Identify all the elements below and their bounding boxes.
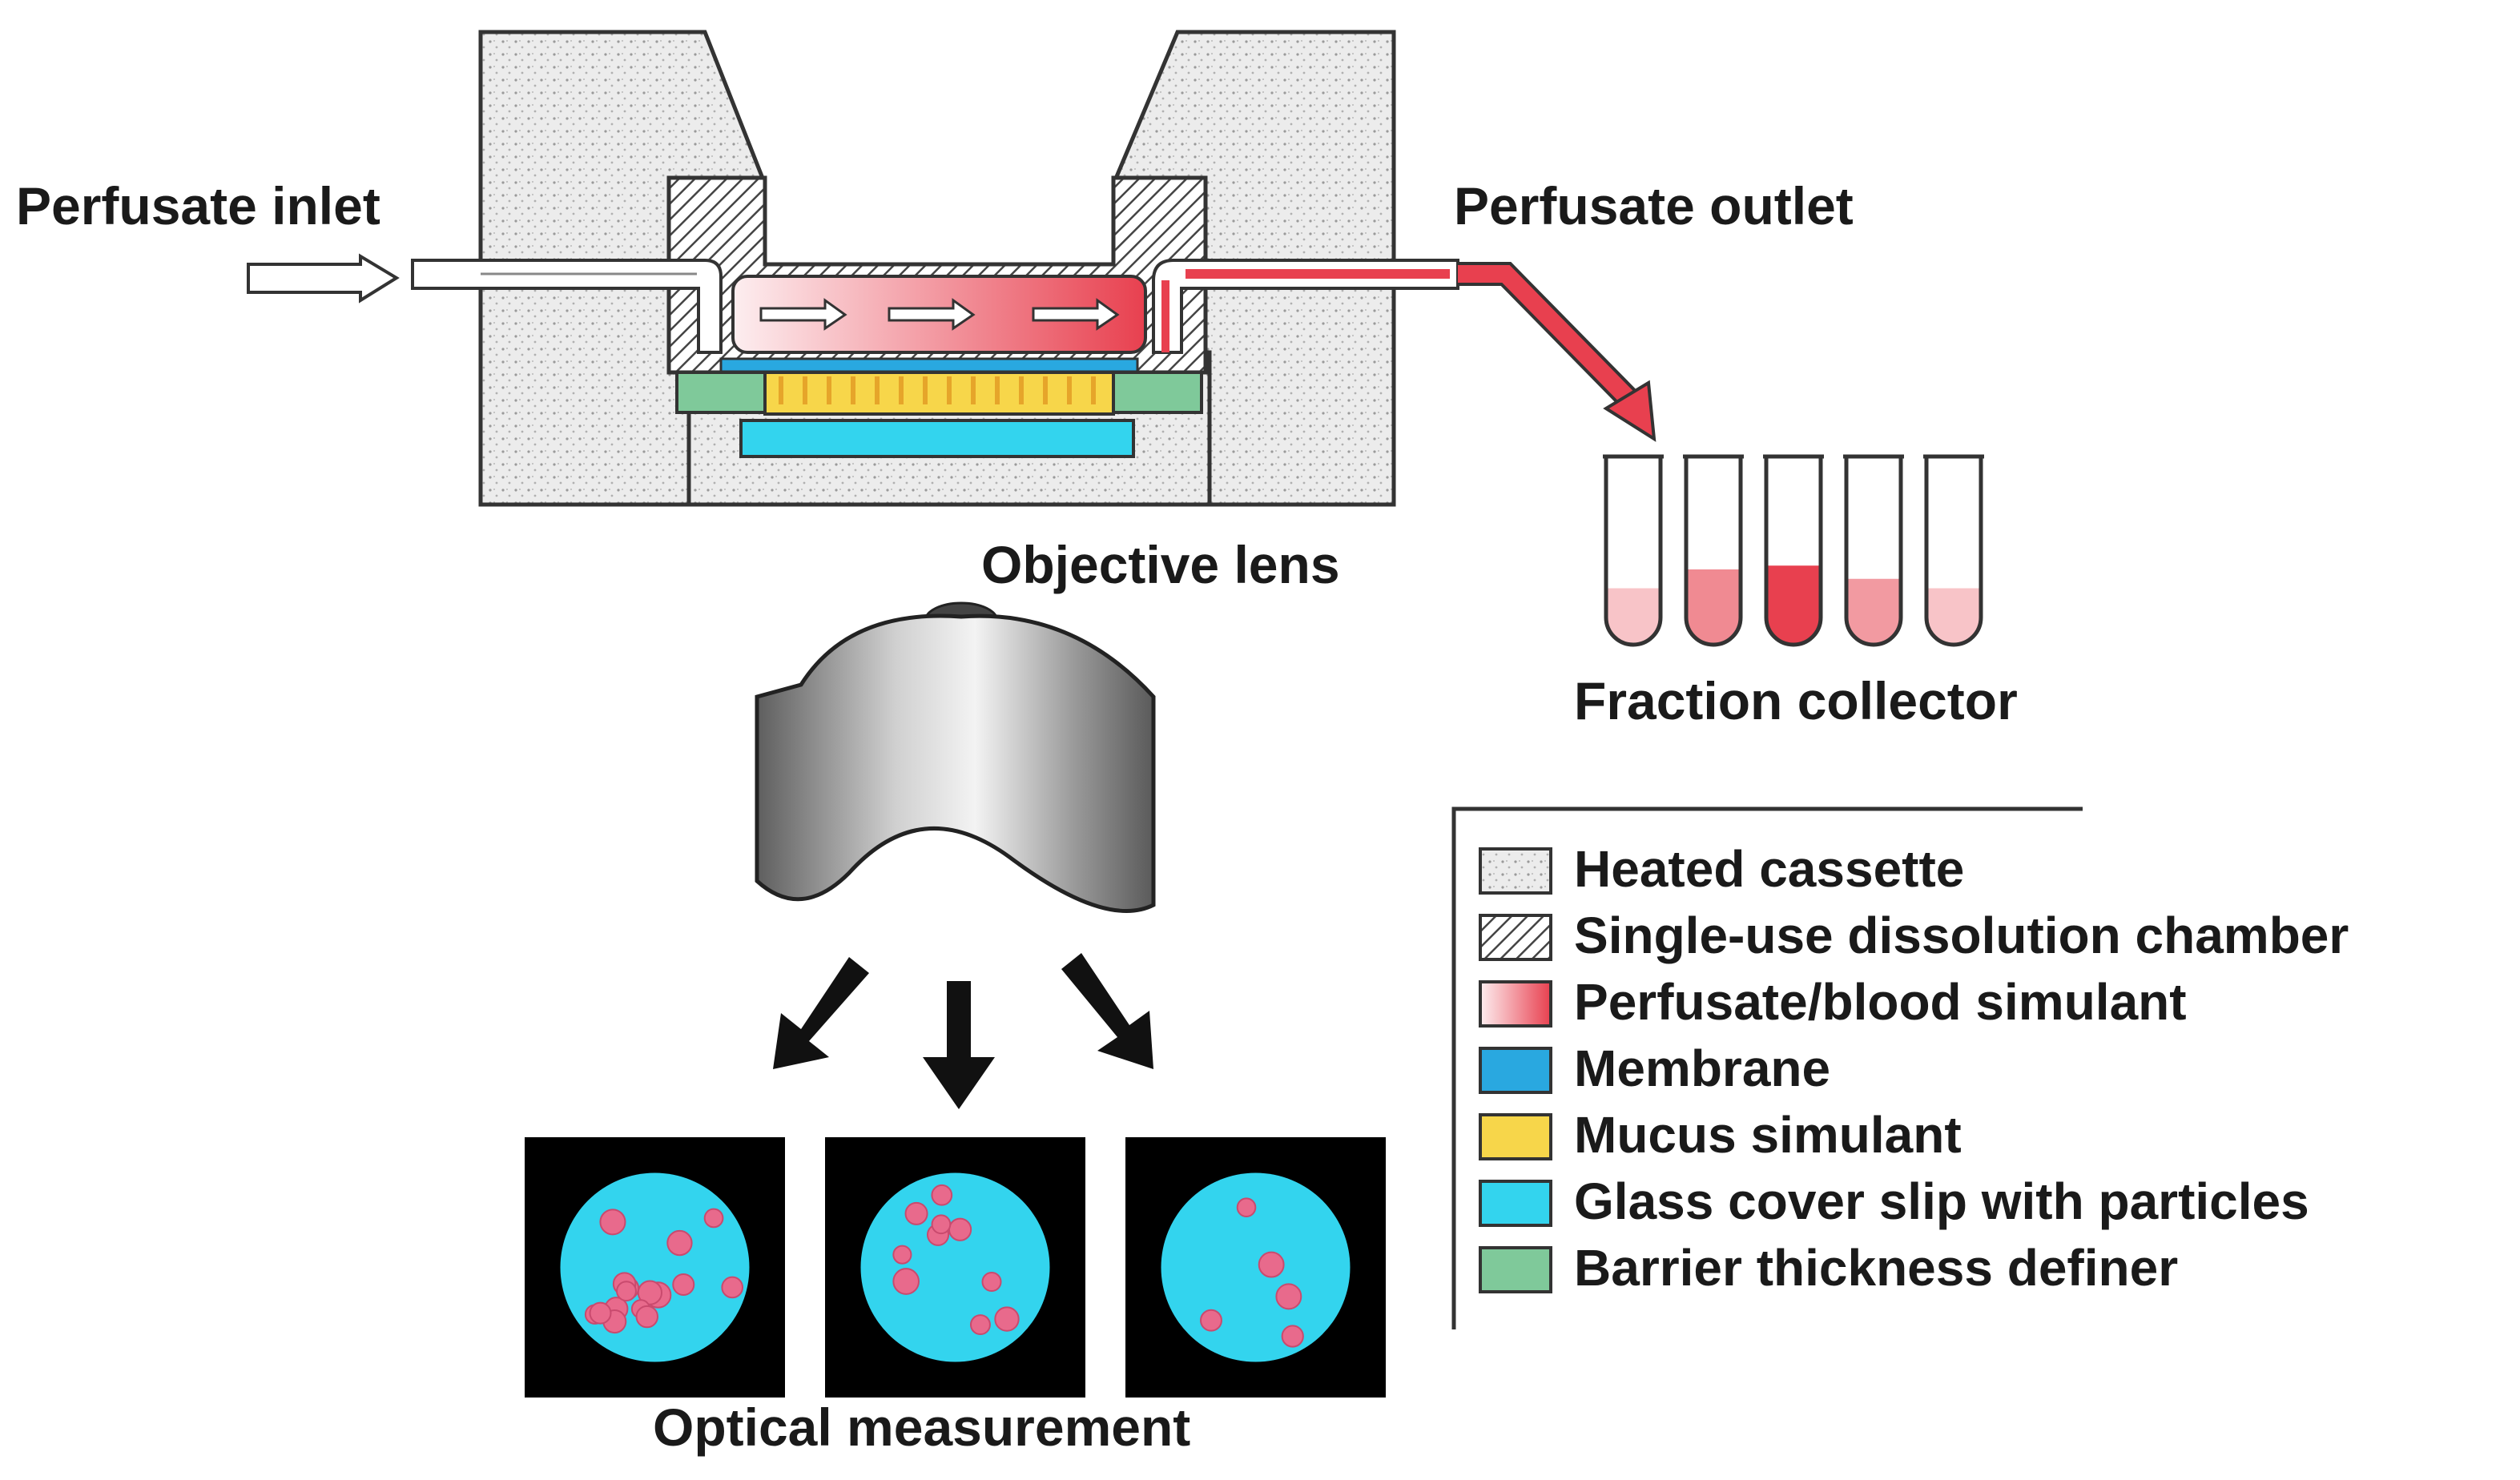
- inlet-tube: [247, 253, 723, 354]
- membrane-layer: [719, 357, 1139, 373]
- legend-swatch: [1479, 914, 1552, 961]
- field-of-view: [560, 1172, 750, 1362]
- legend-item-mucus: Mucus simulant: [1479, 1106, 1962, 1164]
- tube-glass: [1604, 456, 1663, 647]
- legend-swatch: [1479, 980, 1552, 1028]
- particle: [1200, 1309, 1222, 1332]
- label-perfusate-outlet: Perfusate outlet: [1454, 176, 1854, 235]
- legend-frame: [1451, 806, 2083, 1329]
- tube-glass: [1924, 456, 1983, 647]
- tube-glass: [1844, 456, 1903, 647]
- field-of-view: [1161, 1172, 1351, 1362]
- optical-view: [1125, 1137, 1386, 1398]
- tube-glass: [1684, 456, 1743, 647]
- optical-view: [825, 1137, 1085, 1398]
- legend-swatch: [1479, 1047, 1552, 1094]
- particle: [892, 1268, 920, 1295]
- legend-swatch: [1479, 1180, 1552, 1227]
- barrier-definer-right: [1112, 371, 1203, 414]
- legend-label: Perfusate/blood simulant: [1574, 973, 2187, 1031]
- legend-swatch: [1479, 1246, 1552, 1293]
- particle: [721, 1276, 744, 1299]
- collector-tube: [1603, 454, 1664, 647]
- legend-item-perfusate: Perfusate/blood simulant: [1479, 973, 2187, 1031]
- tube-liquid: [1846, 578, 1901, 645]
- particle: [672, 1273, 695, 1296]
- particle: [904, 1201, 928, 1225]
- particle: [931, 1184, 953, 1206]
- mucus-layer: [763, 371, 1115, 416]
- objective-lens: [755, 601, 1156, 913]
- flow-arrows: [759, 298, 1120, 331]
- legend-item-glass: Glass cover slip with particles: [1479, 1172, 2309, 1230]
- particle: [1275, 1283, 1302, 1310]
- legend-label: Membrane: [1574, 1040, 1830, 1097]
- particle: [1258, 1251, 1285, 1278]
- particle: [666, 1229, 693, 1257]
- collector-tube: [1843, 454, 1904, 647]
- legend-label: Mucus simulant: [1574, 1106, 1962, 1164]
- label-objective-lens: Objective lens: [981, 535, 1340, 594]
- tube-liquid: [1606, 588, 1661, 645]
- barrier-definer-left: [675, 371, 767, 414]
- legend-label: Barrier thickness definer: [1574, 1239, 2178, 1297]
- glass-cover-slip: [739, 419, 1135, 458]
- tube-liquid: [1926, 588, 1981, 645]
- particle: [703, 1208, 724, 1229]
- label-fraction-collector: Fraction collector: [1574, 671, 2018, 730]
- particle: [637, 1280, 663, 1305]
- particle: [892, 1245, 912, 1265]
- legend-label: Single-use dissolution chamber: [1574, 907, 2349, 964]
- legend-swatch: [1479, 847, 1552, 895]
- particle: [981, 1272, 1002, 1293]
- collector-tube: [1683, 454, 1744, 647]
- particle: [1236, 1197, 1257, 1217]
- optical-view: [525, 1137, 785, 1398]
- outlet-tube: [1152, 259, 1657, 442]
- particle: [616, 1281, 637, 1302]
- legend-item-membrane: Membrane: [1479, 1040, 1830, 1097]
- tube-glass: [1764, 456, 1823, 647]
- legend-label: Heated cassette: [1574, 840, 1964, 898]
- tube-liquid: [1686, 569, 1741, 645]
- legend-item-heated: Heated cassette: [1479, 840, 1964, 898]
- particle: [969, 1314, 991, 1336]
- collector-tube: [1923, 454, 1984, 647]
- particle: [599, 1209, 626, 1236]
- particle: [1281, 1325, 1304, 1348]
- optical-views: [525, 1137, 1386, 1398]
- fraction-collector-tubes: [1603, 454, 1984, 647]
- particle: [635, 1305, 659, 1329]
- label-optical-measurement: Optical measurement: [653, 1398, 1190, 1457]
- legend-item-barrier: Barrier thickness definer: [1479, 1239, 2178, 1297]
- field-of-view: [860, 1172, 1050, 1362]
- legend-swatch: [1479, 1113, 1552, 1160]
- particle: [994, 1306, 1020, 1332]
- collector-tube: [1763, 454, 1824, 647]
- particle: [948, 1217, 972, 1241]
- measurement-arrows: [773, 953, 1153, 1109]
- particle: [931, 1214, 952, 1235]
- label-perfusate-inlet: Perfusate inlet: [16, 176, 380, 235]
- mucus-texture: [779, 376, 1096, 404]
- tube-liquid: [1766, 565, 1821, 645]
- particle: [589, 1301, 612, 1325]
- legend-label: Glass cover slip with particles: [1574, 1172, 2309, 1230]
- legend-item-chamber: Single-use dissolution chamber: [1479, 907, 2349, 964]
